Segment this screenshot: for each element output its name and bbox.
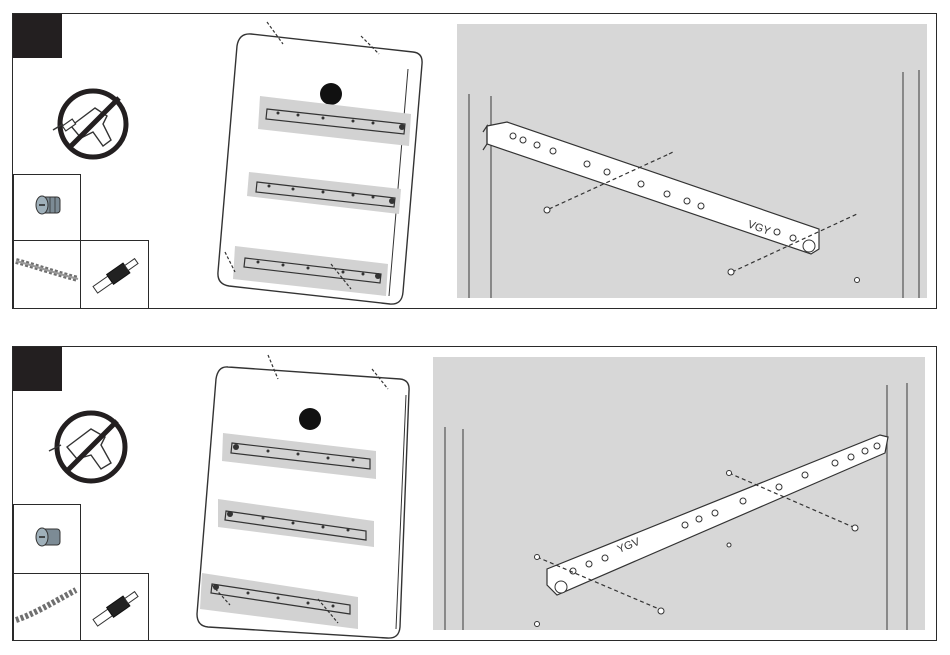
part-cell-cam: [13, 174, 81, 241]
part-cell-dowel: [80, 573, 149, 641]
rail-mounting-diagram: YGV: [433, 357, 925, 630]
part-cell-dowel: [80, 240, 149, 309]
step-number-box: [13, 14, 62, 58]
no-power-drill-icon: [31, 387, 171, 517]
instruction-panel-1: VGY: [12, 13, 937, 309]
part-cell-screws: [13, 573, 81, 641]
screw-strip-icon: [14, 241, 82, 310]
cam-fitting-icon: [14, 505, 82, 575]
part-cell-cam: [13, 504, 81, 574]
screw-strip-icon: [14, 574, 82, 642]
dowel-pin-icon: [81, 574, 150, 642]
instruction-panel-2: YGV: [12, 346, 937, 641]
cam-fitting-icon: [14, 175, 82, 242]
cam-hole-marker: [320, 83, 342, 105]
drawer-side-panel-diagram: [203, 14, 433, 310]
rail-mounting-diagram: VGY: [457, 24, 927, 298]
drawer-side-panel-diagram: [178, 347, 418, 642]
cam-hole-marker: [299, 408, 321, 430]
dowel-pin-icon: [81, 241, 150, 310]
part-cell-screws: [13, 240, 81, 309]
step-number-box: [13, 347, 62, 391]
